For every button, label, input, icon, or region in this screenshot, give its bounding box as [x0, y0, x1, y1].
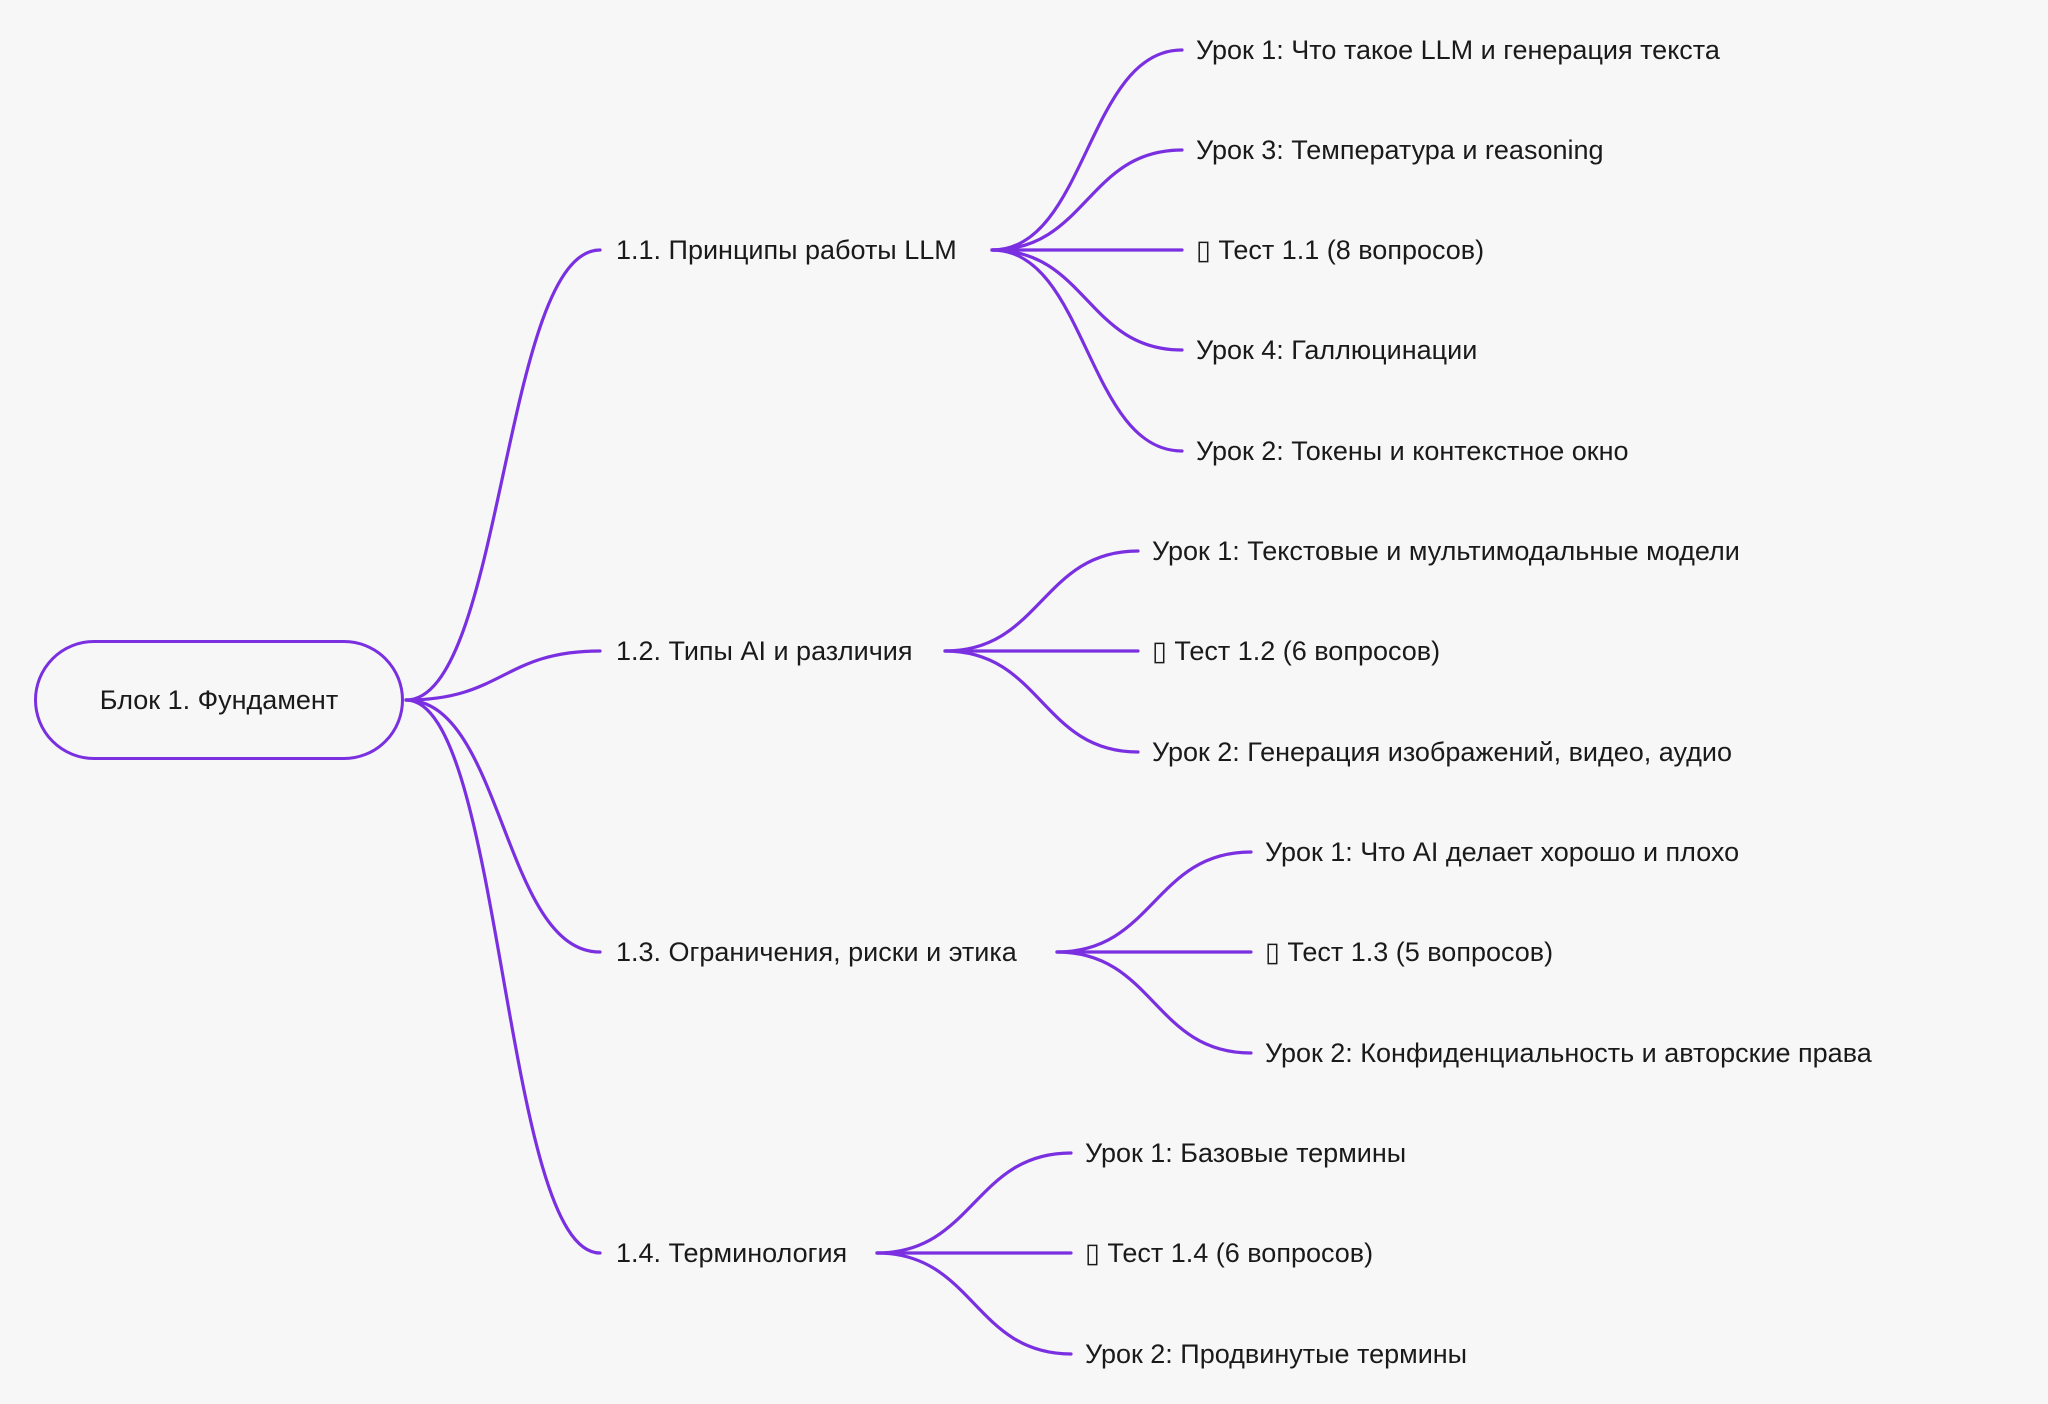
- lesson-1-1-3[interactable]: Урок 3: Температура и reasoning: [1196, 135, 1604, 165]
- connector-root-to-branch-3: [404, 698, 602, 954]
- missing-glyph-icon: ▯: [1152, 636, 1167, 666]
- lesson-1-1-4[interactable]: Урок 4: Галлюцинации: [1196, 335, 1478, 365]
- connector-branch-1-child-1: [990, 48, 1184, 252]
- connector-root-to-branch-2: [404, 649, 602, 702]
- connector-branch-3-child-1: [1055, 850, 1253, 954]
- connector-root-to-branch-4: [404, 698, 602, 1255]
- connector-branch-2-child-3: [943, 649, 1140, 754]
- lesson-1-1-1[interactable]: Урок 1: Что такое LLM и генерация текста: [1196, 35, 1720, 65]
- lesson-1-2-1[interactable]: Урок 1: Текстовые и мультимодальные моде…: [1152, 536, 1740, 566]
- connector-branch-4-child-1: [875, 1151, 1073, 1255]
- lesson-1-4-2[interactable]: Урок 2: Продвинутые термины: [1085, 1339, 1468, 1369]
- test-1-4[interactable]: ▯ Тест 1.4 (6 вопросов): [1085, 1238, 1374, 1268]
- connector-branch-1-child-4: [990, 248, 1184, 352]
- test-1-1[interactable]: ▯ Тест 1.1 (8 вопросов): [1196, 235, 1485, 265]
- missing-glyph-icon: ▯: [1265, 937, 1280, 967]
- missing-glyph-icon: ▯: [1085, 1238, 1100, 1268]
- lesson-1-4-1[interactable]: Урок 1: Базовые термины: [1085, 1138, 1407, 1168]
- root-node[interactable]: Блок 1. Фундамент: [34, 640, 404, 760]
- connector-branch-2-child-1: [943, 549, 1140, 653]
- branch-1-4[interactable]: 1.4. Терминология: [616, 1238, 848, 1268]
- lesson-1-3-2[interactable]: Урок 2: Конфиденциальность и авторские п…: [1265, 1038, 1872, 1068]
- root-label: Блок 1. Фундамент: [99, 684, 339, 715]
- branch-1-2[interactable]: 1.2. Типы AI и различия: [616, 636, 913, 666]
- test-1-2[interactable]: ▯ Тест 1.2 (6 вопросов): [1152, 636, 1441, 666]
- lesson-1-2-2[interactable]: Урок 2: Генерация изображений, видео, ау…: [1152, 737, 1732, 767]
- test-1-3[interactable]: ▯ Тест 1.3 (5 вопросов): [1265, 937, 1554, 967]
- missing-glyph-icon: ▯: [1196, 235, 1211, 265]
- lesson-1-3-1[interactable]: Урок 1: Что AI делает хорошо и плохо: [1265, 837, 1740, 867]
- connector-branch-1-child-2: [990, 148, 1184, 252]
- connector-branch-4-child-3: [875, 1251, 1073, 1356]
- branch-1-1[interactable]: 1.1. Принципы работы LLM: [616, 235, 957, 265]
- branch-1-3[interactable]: 1.3. Ограничения, риски и этика: [616, 937, 1017, 967]
- connector-branch-3-child-3: [1055, 950, 1253, 1055]
- connector-branch-1-child-5: [990, 248, 1184, 453]
- connector-root-to-branch-1: [404, 248, 602, 702]
- lesson-1-1-2[interactable]: Урок 2: Токены и контекстное окно: [1196, 436, 1629, 466]
